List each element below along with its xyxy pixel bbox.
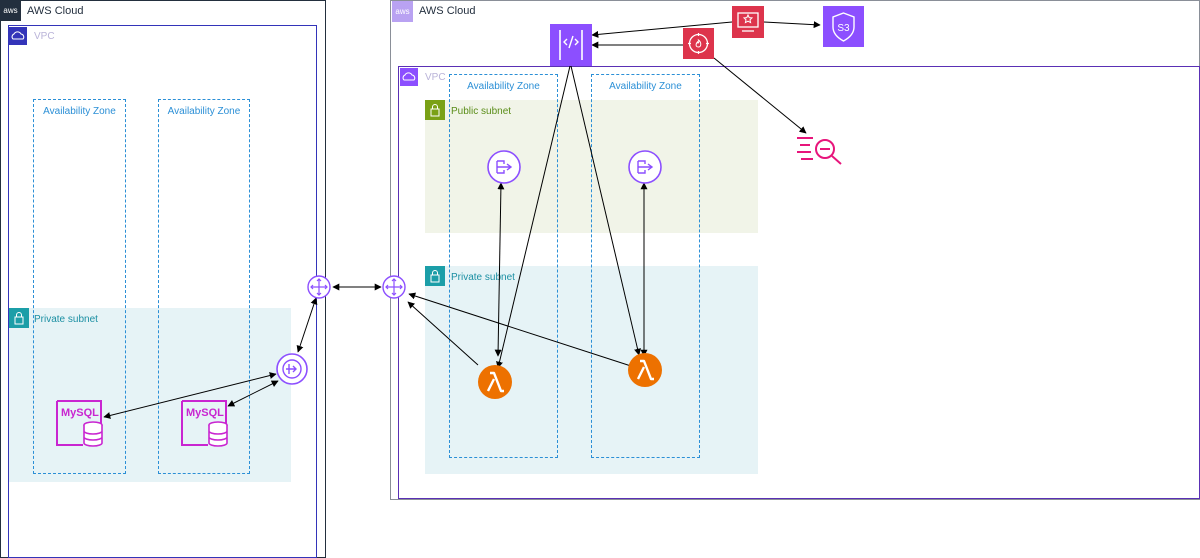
edge-apigw-lambda2 — [570, 65, 641, 356]
s3-icon: S3 — [823, 6, 864, 47]
nat-gateway-2-icon — [628, 150, 662, 184]
router-left-icon — [307, 275, 331, 299]
right-az-1-label: Availability Zone — [467, 81, 540, 92]
left-az-1: Availability Zone — [33, 99, 126, 474]
right-aws-cloud-label: AWS Cloud — [419, 5, 476, 17]
mysql-db-1-icon — [56, 400, 103, 447]
vpc-endpoint-icon — [276, 353, 308, 385]
edge-apigw-lambda1 — [496, 65, 571, 369]
right-az-2: Availability Zone — [591, 74, 700, 458]
edge-cert-s3 — [763, 21, 821, 29]
left-az-1-label: Availability Zone — [43, 106, 116, 117]
edge-cert-apigw — [591, 21, 733, 38]
waf-icon — [683, 28, 714, 59]
mysql-db-1-label: MySQL — [61, 407, 99, 419]
left-az-2: Availability Zone — [158, 99, 250, 474]
lambda-1-icon — [478, 365, 512, 399]
left-az-2-label: Availability Zone — [167, 106, 241, 117]
left-private-subnet-label: Private subnet — [34, 314, 98, 325]
mysql-db-2-icon — [181, 400, 228, 447]
aws-logo-icon: aws — [392, 1, 413, 22]
router-right-icon — [382, 275, 406, 299]
log-analysis-icon — [797, 137, 842, 165]
right-az-1: Availability Zone — [449, 74, 558, 458]
connector-lines — [103, 21, 821, 419]
s3-text: S3 — [837, 23, 850, 34]
mysql-db-2-label: MySQL — [186, 407, 224, 419]
left-vpc-label: VPC — [34, 31, 55, 42]
public-subnet-label: Public subnet — [451, 106, 512, 117]
padlock-icon — [425, 266, 445, 286]
edge-db2-endpoint — [227, 380, 279, 407]
edge-lambda1-router — [407, 301, 479, 366]
padlock-icon — [9, 308, 29, 328]
edge-nat1-lambda1 — [494, 182, 505, 357]
vpc-cloud-icon — [9, 27, 27, 45]
api-gateway-icon — [550, 24, 592, 66]
edge-lambda2-router — [408, 292, 632, 367]
right-az-2-label: Availability Zone — [609, 81, 682, 92]
edge-endpoint-router-left — [296, 297, 318, 353]
certificate-manager-icon — [732, 6, 764, 38]
vpc-cloud-icon — [400, 68, 418, 86]
aws-logo-icon: aws — [0, 0, 21, 21]
right-vpc-label: VPC — [425, 72, 446, 83]
right-private-subnet-label: Private subnet — [451, 272, 515, 283]
edge-waf-logs — [713, 57, 807, 134]
left-aws-cloud-label: AWS Cloud — [27, 5, 84, 17]
padlock-icon — [425, 100, 445, 120]
nat-gateway-1-icon — [487, 150, 521, 184]
lambda-2-icon — [628, 353, 662, 387]
